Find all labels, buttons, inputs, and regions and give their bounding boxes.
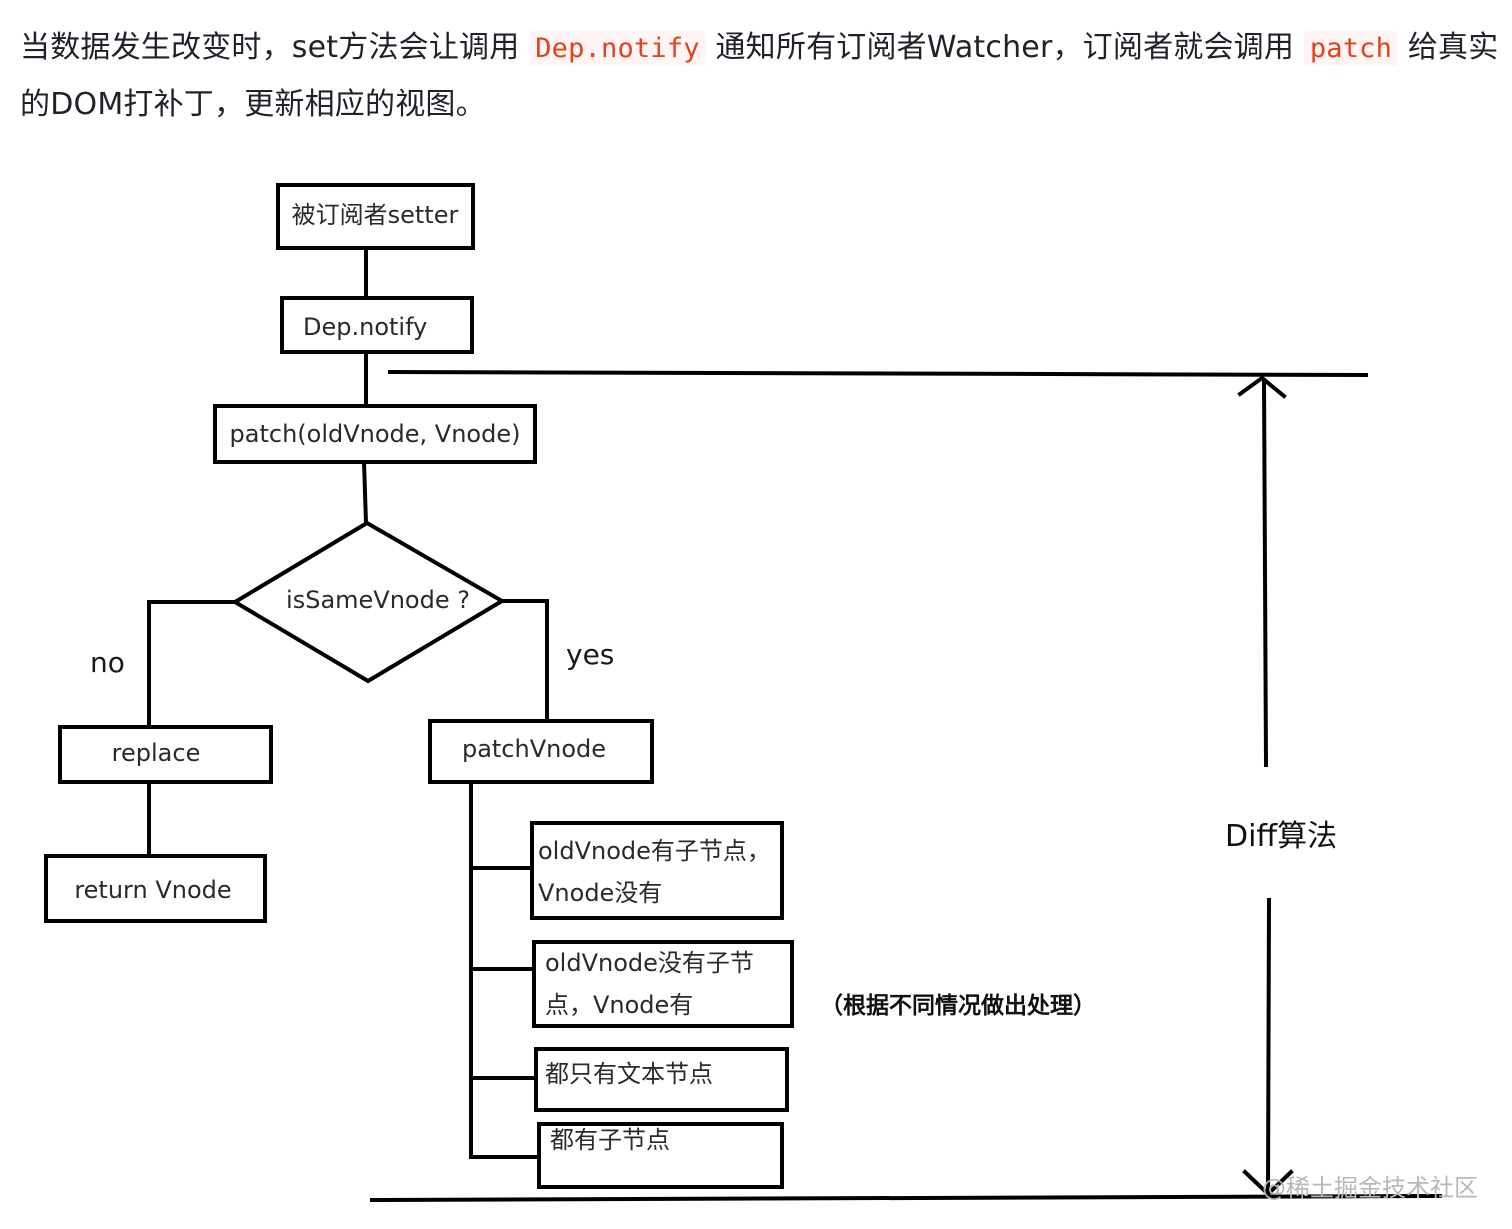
is-same-vnode-decision: isSameVnode ? <box>231 520 506 684</box>
connector-yes-branch <box>500 599 549 723</box>
case-node-2: oldVnode没有子节 点，Vnode有 <box>532 940 794 1028</box>
return-vnode-node-label: return Vnode <box>74 876 231 904</box>
case-node-4: 都有子节点 <box>537 1122 784 1189</box>
diff-arrow-down-shaft <box>1265 897 1272 1195</box>
handling-note: （根据不同情况做出处理） <box>820 992 1096 1019</box>
case-4-label: 都有子节点 <box>550 1126 670 1154</box>
case-node-1: oldVnode有子节点， Vnode没有 <box>530 821 784 920</box>
intro-text-3: 给真实的DOM打补丁，更新相应的视图。 <box>20 30 1499 122</box>
connector-no-branch <box>147 600 237 729</box>
diff-arrow-up-shaft <box>1261 377 1269 768</box>
connector-patch-decision <box>361 459 369 526</box>
setter-node: 被订阅者setter <box>276 183 475 250</box>
diff-span: Diff算法 <box>369 369 1443 1203</box>
dep-notify-node-label: Dep.notify <box>303 313 427 341</box>
edge-label-no: no <box>90 646 125 679</box>
source-watermark: @稀土掘金技术社区 <box>1262 1174 1478 1202</box>
is-same-vnode-label: isSameVnode ? <box>286 586 470 614</box>
patch-vnode-node: patchVnode <box>428 719 654 784</box>
dep-notify-node: Dep.notify <box>280 296 474 354</box>
diff-top-line <box>387 369 1369 378</box>
case-node-3: 都只有文本节点 <box>534 1047 789 1112</box>
code-dep-notify: Dep.notify <box>529 31 706 66</box>
edge-label-yes: yes <box>566 638 614 671</box>
replace-node-label: replace <box>112 739 201 767</box>
diff-algorithm-label: Diff算法 <box>1225 819 1337 854</box>
intro-paragraph: 当数据发生改变时，set方法会让调用 Dep.notify 通知所有订阅者Wat… <box>20 20 1500 133</box>
flowchart-diagram: 被订阅者setter Dep.notify patch(oldVnode, Vn… <box>44 183 1478 1203</box>
connector-lines <box>147 246 549 1159</box>
case-3-label: 都只有文本节点 <box>545 1060 713 1088</box>
diff-bottom-line <box>369 1193 1443 1203</box>
intro-text-2: 通知所有订阅者Watcher，订阅者就会调用 <box>705 30 1304 65</box>
patch-vnode-node-label: patchVnode <box>462 735 606 763</box>
replace-node: replace <box>58 725 273 784</box>
case-2-line-2: 点，Vnode有 <box>545 991 693 1019</box>
patch-node-label: patch(oldVnode, Vnode) <box>230 420 521 448</box>
case-2-line-1: oldVnode没有子节 <box>545 949 754 977</box>
code-patch: patch <box>1303 31 1399 66</box>
case-1-line-2: Vnode没有 <box>538 879 662 907</box>
intro-text-1: 当数据发生改变时，set方法会让调用 <box>20 30 530 65</box>
patch-node: patch(oldVnode, Vnode) <box>213 404 537 464</box>
diff-arrow-up-head <box>1237 375 1287 399</box>
case-1-line-1: oldVnode有子节点， <box>538 837 771 865</box>
return-vnode-node: return Vnode <box>44 854 267 923</box>
diff-arrow-down-head <box>1242 1169 1294 1197</box>
setter-node-label: 被订阅者setter <box>292 201 459 229</box>
